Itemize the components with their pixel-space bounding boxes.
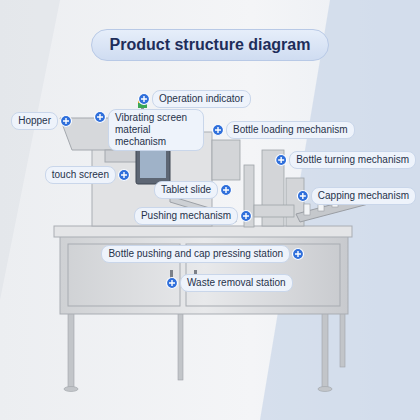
callout-dot xyxy=(167,278,178,289)
part-label: Bottle pushing and cap pressing station xyxy=(101,245,290,263)
callout-dot xyxy=(61,116,72,127)
part-label: Capping mechanism xyxy=(311,187,416,205)
callout-dot xyxy=(213,125,224,136)
wall-shade xyxy=(0,0,60,300)
touch-screen xyxy=(136,146,170,184)
table-top xyxy=(54,226,352,237)
part-label: Bottle turning mechanism xyxy=(289,151,416,169)
part-label: Waste removal station xyxy=(180,274,293,292)
callout-dot xyxy=(139,94,150,105)
part-label: Tablet slide xyxy=(154,181,218,199)
callout-dot xyxy=(221,185,232,196)
cabinet-doors xyxy=(68,244,340,306)
part-label: Operation indicator xyxy=(152,90,251,108)
callout-dot xyxy=(119,170,130,181)
diagram-title: Product structure diagram xyxy=(91,29,330,61)
cabinet xyxy=(60,236,348,314)
part-label: Bottle loading mechanism xyxy=(226,121,355,139)
callout-dot xyxy=(241,211,252,222)
part-label: Vibrating screen material mechanism xyxy=(108,109,204,151)
callout-dot xyxy=(276,155,287,166)
part-label: Pushing mechanism xyxy=(134,207,238,225)
screen-display xyxy=(140,150,166,178)
callout-dot xyxy=(293,249,304,260)
callout-dot xyxy=(95,112,106,123)
part-label: touch screen xyxy=(45,166,116,184)
part-label: Hopper xyxy=(11,112,58,130)
table-legs xyxy=(64,305,345,392)
callout-dot xyxy=(297,191,308,202)
